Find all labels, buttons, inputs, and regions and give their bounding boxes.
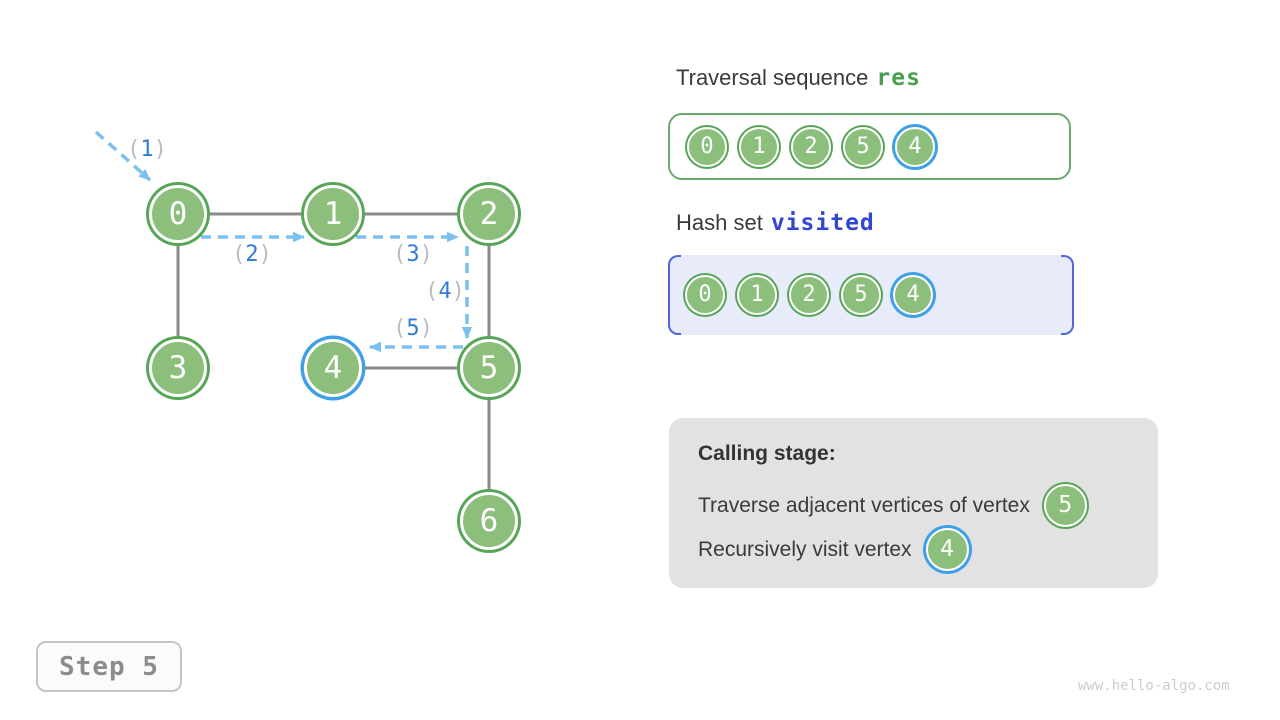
paren: ( <box>393 316 407 341</box>
paren: ) <box>258 242 272 267</box>
graph-node-5: 5 <box>460 339 518 397</box>
res-item: 0 <box>687 126 727 167</box>
calling-line-1-node: 5 <box>1043 484 1087 527</box>
watermark: www.hello-algo.com <box>1078 678 1230 694</box>
graph-node-6: 6 <box>460 492 518 550</box>
traversal-sequence-box: 0 1 2 5 4 <box>668 113 1071 180</box>
visited-set-box: 0 1 2 5 4 <box>668 255 1074 335</box>
paren: ) <box>451 279 465 304</box>
set-bracket-right-icon <box>1061 255 1074 335</box>
set-bracket-left-icon <box>668 255 681 335</box>
traversal-sequence-title: Traversal sequence res <box>676 65 921 91</box>
paren: ( <box>127 137 141 162</box>
paren: ( <box>425 279 439 304</box>
calling-stage-line-2: Recursively visit vertex 4 <box>698 526 969 573</box>
res-item: 2 <box>791 126 831 167</box>
graph-node-4-highlighted: 4 <box>304 339 362 397</box>
traversal-sequence-title-text: Traversal sequence <box>676 65 869 90</box>
visited-item-highlighted: 4 <box>893 275 933 315</box>
arrow-1-start-to-0 <box>94 130 152 182</box>
arrow-label-4: (4) <box>425 281 465 303</box>
visited-item: 5 <box>841 275 881 315</box>
res-item: 5 <box>843 126 883 167</box>
traversal-arrows <box>94 130 473 353</box>
calling-stage-title: Calling stage: <box>698 442 836 465</box>
calling-line-2-text: Recursively visit vertex <box>698 537 912 561</box>
graph-node-1: 1 <box>304 185 362 243</box>
arrow-label-5: (5) <box>393 318 433 340</box>
visited-item: 0 <box>685 275 725 315</box>
res-item: 1 <box>739 126 779 167</box>
arrow-number: 4 <box>438 279 452 304</box>
calling-line-1-text: Traverse adjacent vertices of vertex <box>698 493 1030 517</box>
calling-stage-line-1: Traverse adjacent vertices of vertex 5 <box>698 482 1087 529</box>
graph-node-2: 2 <box>460 185 518 243</box>
paren: ) <box>419 242 433 267</box>
graph-node-3: 3 <box>149 339 207 397</box>
hash-set-title: Hash set visited <box>676 210 875 236</box>
calling-line-2-node-highlighted: 4 <box>925 528 969 571</box>
res-code-label: res <box>876 65 921 91</box>
arrow-number: 1 <box>140 137 154 162</box>
arrow-number: 3 <box>406 242 420 267</box>
arrow-number: 5 <box>406 316 420 341</box>
arrow-label-2: (2) <box>232 244 272 266</box>
graph-node-0: 0 <box>149 185 207 243</box>
arrow-number: 2 <box>245 242 259 267</box>
arrow-label-3: (3) <box>393 244 433 266</box>
paren: ( <box>232 242 246 267</box>
visited-item: 1 <box>737 275 777 315</box>
visited-code-label: visited <box>770 210 875 236</box>
paren: ( <box>393 242 407 267</box>
arrow-label-1: (1) <box>127 139 167 161</box>
calling-stage-box: Calling stage: Traverse adjacent vertice… <box>669 418 1158 588</box>
res-item-highlighted: 4 <box>895 126 935 167</box>
paren: ) <box>419 316 433 341</box>
step-badge-label: Step 5 <box>59 651 159 682</box>
paren: ) <box>153 137 167 162</box>
visited-item: 2 <box>789 275 829 315</box>
hash-set-title-text: Hash set <box>676 210 763 235</box>
step-badge: Step 5 <box>36 641 182 692</box>
